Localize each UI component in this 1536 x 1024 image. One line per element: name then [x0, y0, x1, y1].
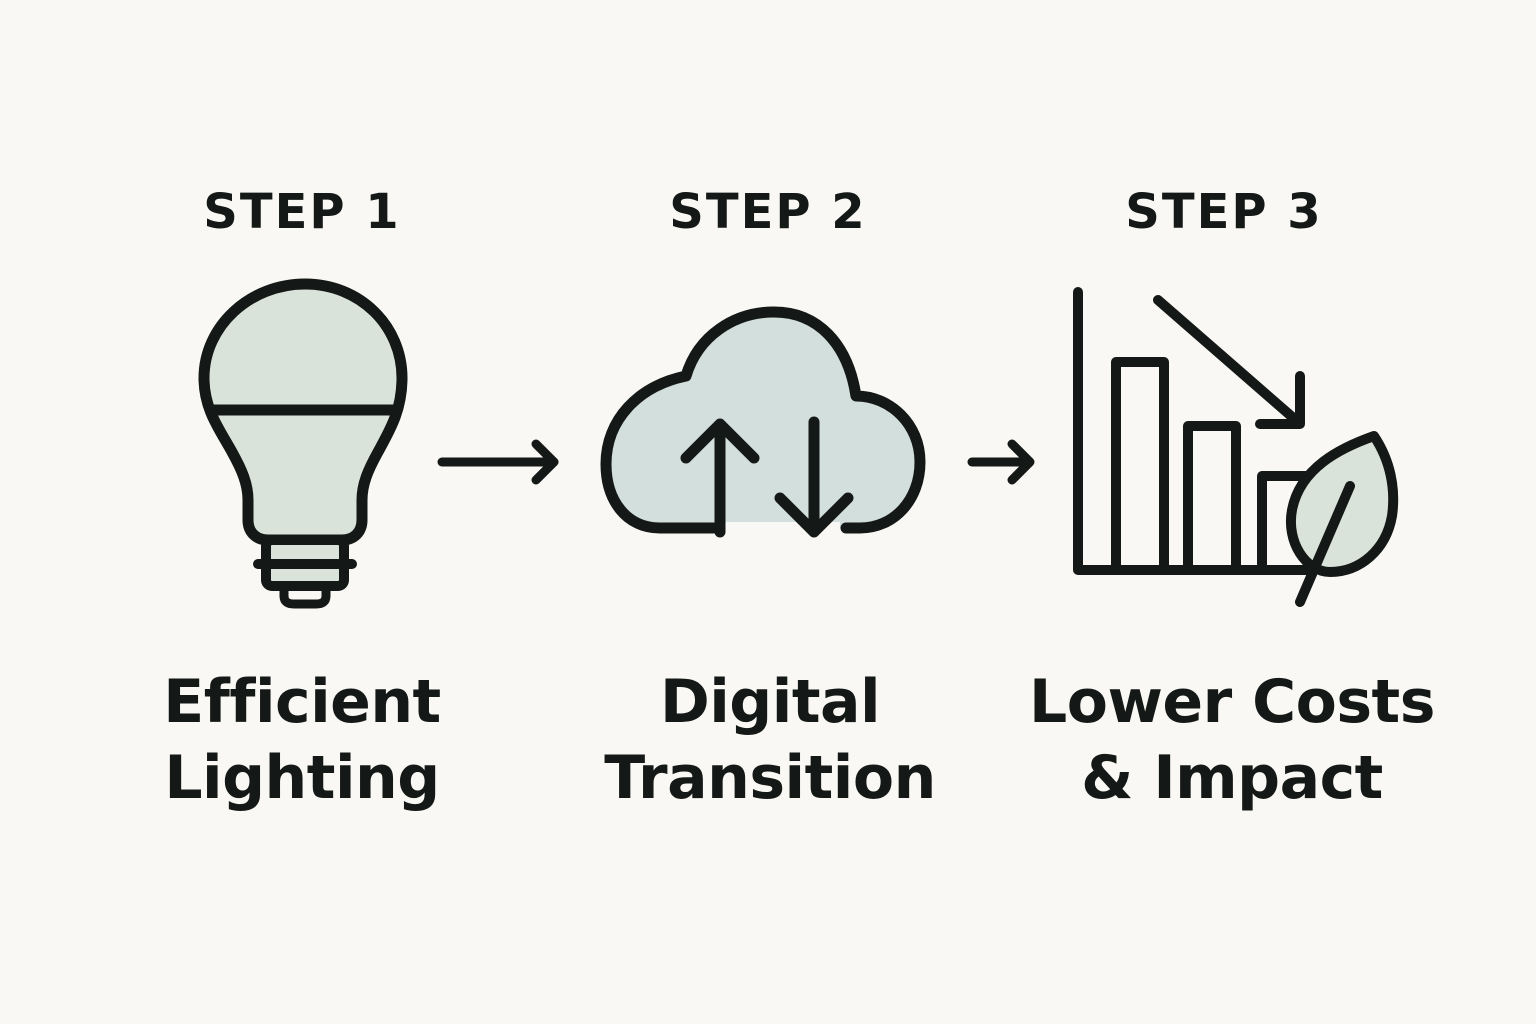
step-3-title: STEP 3	[1125, 184, 1323, 240]
arrow-right-icon	[967, 439, 1035, 485]
arrow-right-icon	[437, 439, 559, 485]
lightbulb-icon	[198, 278, 408, 609]
declining-chart-leaf-icon	[1073, 287, 1399, 607]
step-3-label: Lower Costs & Impact	[1029, 667, 1435, 813]
step-1-label: Efficient Lighting	[163, 667, 441, 813]
step-2-label: Digital Transition	[604, 667, 936, 813]
step-2-title: STEP 2	[669, 184, 867, 240]
step-1-title: STEP 1	[203, 184, 401, 240]
cloud-sync-icon	[600, 306, 926, 538]
